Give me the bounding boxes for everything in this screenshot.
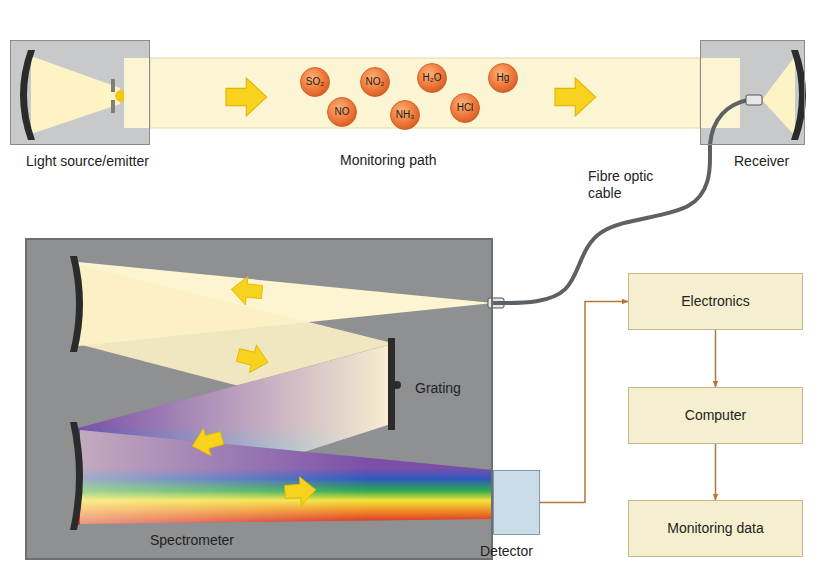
flow-arrow (555, 78, 596, 116)
process-box: Monitoring data (628, 500, 803, 557)
reflector (20, 50, 35, 140)
gas-molecule: Hg (488, 63, 518, 93)
collimating-mirror (70, 256, 83, 352)
molecule-circle (391, 101, 420, 130)
node-label: Spectrometer (150, 532, 234, 549)
gas-molecule: NO₂ (360, 67, 390, 97)
gas-name: SO₂ (306, 76, 324, 88)
gas-molecule: NO (327, 97, 357, 127)
light-cone (762, 56, 795, 136)
flow-arrow (284, 476, 317, 507)
gas-molecule: H₂O (417, 63, 447, 93)
cable-label: Fibre optic cable (588, 168, 680, 202)
molecule-circle (418, 64, 447, 93)
lamp-holder (111, 79, 115, 92)
light-cone (31, 56, 120, 134)
molecule-circle (328, 98, 357, 127)
emitter-box: Light source/emitter (10, 40, 150, 145)
signal-arrow (715, 330, 717, 387)
spectrum-beam (80, 430, 493, 524)
molecule-circle (301, 68, 330, 97)
node-label: Monitoring data (667, 520, 764, 537)
molecule-circle (489, 64, 518, 93)
gas-name: NH₃ (396, 109, 415, 121)
receiver-housing (700, 40, 805, 145)
gas-name: HCl (457, 102, 474, 114)
node-label: Computer (685, 407, 746, 424)
node-label: Light source/emitter (26, 153, 149, 170)
process-box: Computer (628, 387, 803, 444)
node-label: Detector (480, 543, 533, 560)
fibre-connector (746, 95, 762, 105)
gas-molecule: NH₃ (390, 100, 420, 130)
fibre-stub (710, 100, 748, 145)
node-label: Monitoring path (340, 152, 437, 169)
gas-molecule: HCl (450, 93, 480, 123)
process-box: Electronics (628, 273, 803, 330)
signal-arrow (715, 444, 717, 500)
spectrum-beam (80, 430, 493, 524)
focusing-mirror (70, 422, 83, 530)
node-label: Receiver (734, 153, 789, 170)
gas-name: NO₂ (366, 76, 385, 88)
flow-arrow (226, 78, 267, 116)
beam (124, 58, 150, 128)
gas-name: NO (335, 106, 350, 118)
molecule-circle (451, 94, 480, 123)
grating-mount (393, 381, 401, 389)
emitter-housing (10, 40, 150, 145)
detector-box: Detector (493, 470, 540, 535)
molecule-circle (361, 68, 390, 97)
monitoring-band (150, 58, 700, 128)
monitoring-path: Monitoring pathSO₂NO₂H₂OHgNONH₃HCl (150, 58, 700, 128)
gas-name: H₂O (423, 72, 442, 84)
node-label: Electronics (681, 293, 749, 310)
flow-arrow (189, 424, 226, 460)
receiver-box: Receiver (700, 40, 805, 145)
part-label: Grating (415, 380, 461, 397)
signal-arrow (540, 302, 628, 503)
spectrometer-box: Spectrometer (25, 238, 493, 560)
flow-arrow (235, 341, 272, 376)
flow-arrow (230, 275, 263, 306)
spectrometer-case (25, 238, 493, 560)
lamp-holder (111, 100, 115, 113)
gas-molecule: SO₂ (300, 67, 330, 97)
gas-name: Hg (497, 72, 510, 84)
reflector (791, 50, 806, 140)
